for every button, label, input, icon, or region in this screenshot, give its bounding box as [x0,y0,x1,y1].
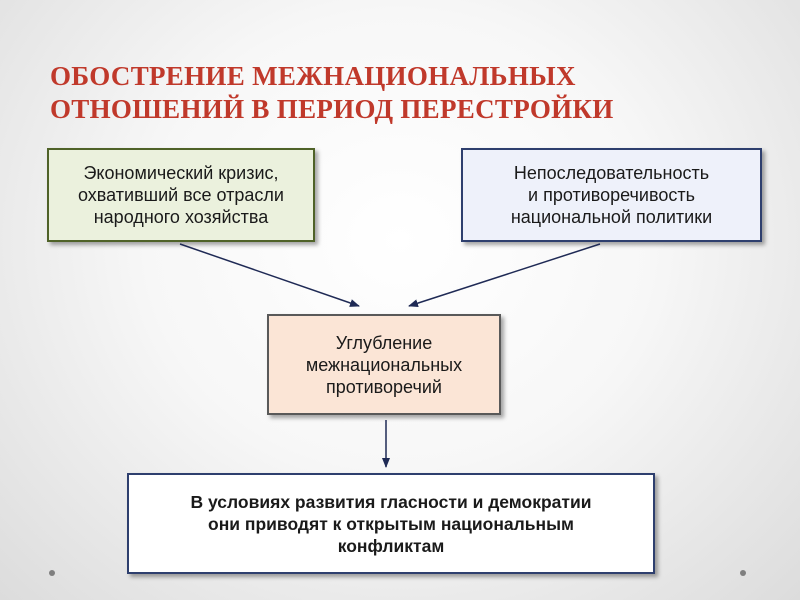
box-text-line: Непоследовательность [513,163,710,183]
box-text-line: Экономический кризис, [83,163,279,183]
corner-dot-right [740,570,746,576]
title-line-1: ОБОСТРЕНИЕ МЕЖНАЦИОНАЛЬНЫХ [50,61,576,91]
box-text-line: Углубление [335,332,433,353]
box-text-line: национальной политики [510,207,713,227]
box-text-line: конфликтам [337,535,445,556]
box-text-line: и противоречивость [528,185,695,205]
national-policy-box: Непоследовательность и противоречивость … [461,148,762,242]
title-line-2: ОТНОШЕНИЙ В ПЕРИОД ПЕРЕСТРОЙКИ [50,94,614,124]
slide-title: ОБОСТРЕНИЕ МЕЖНАЦИОНАЛЬНЫХ ОТНОШЕНИЙ В П… [50,60,750,126]
arrow-left-to-center [179,243,360,307]
box-text-line: они приводят к открытым национальным [208,513,574,534]
box-text-line: народного хозяйства [93,207,269,227]
economic-crisis-box: Экономический кризис, охвативший все отр… [47,148,315,242]
box-text-line: межнациональных [305,354,463,375]
corner-dot-left [49,570,55,576]
conflicts-box: В условиях развития гласности и демократ… [127,473,655,574]
arrow-right-to-center [408,243,601,308]
box-text-line: охвативший все отрасли [77,185,284,205]
box-text-line: В условиях развития гласности и демократ… [190,491,592,512]
contradictions-box: Углубление межнациональных противоречий [267,314,501,415]
box-text-line: противоречий [326,376,442,397]
